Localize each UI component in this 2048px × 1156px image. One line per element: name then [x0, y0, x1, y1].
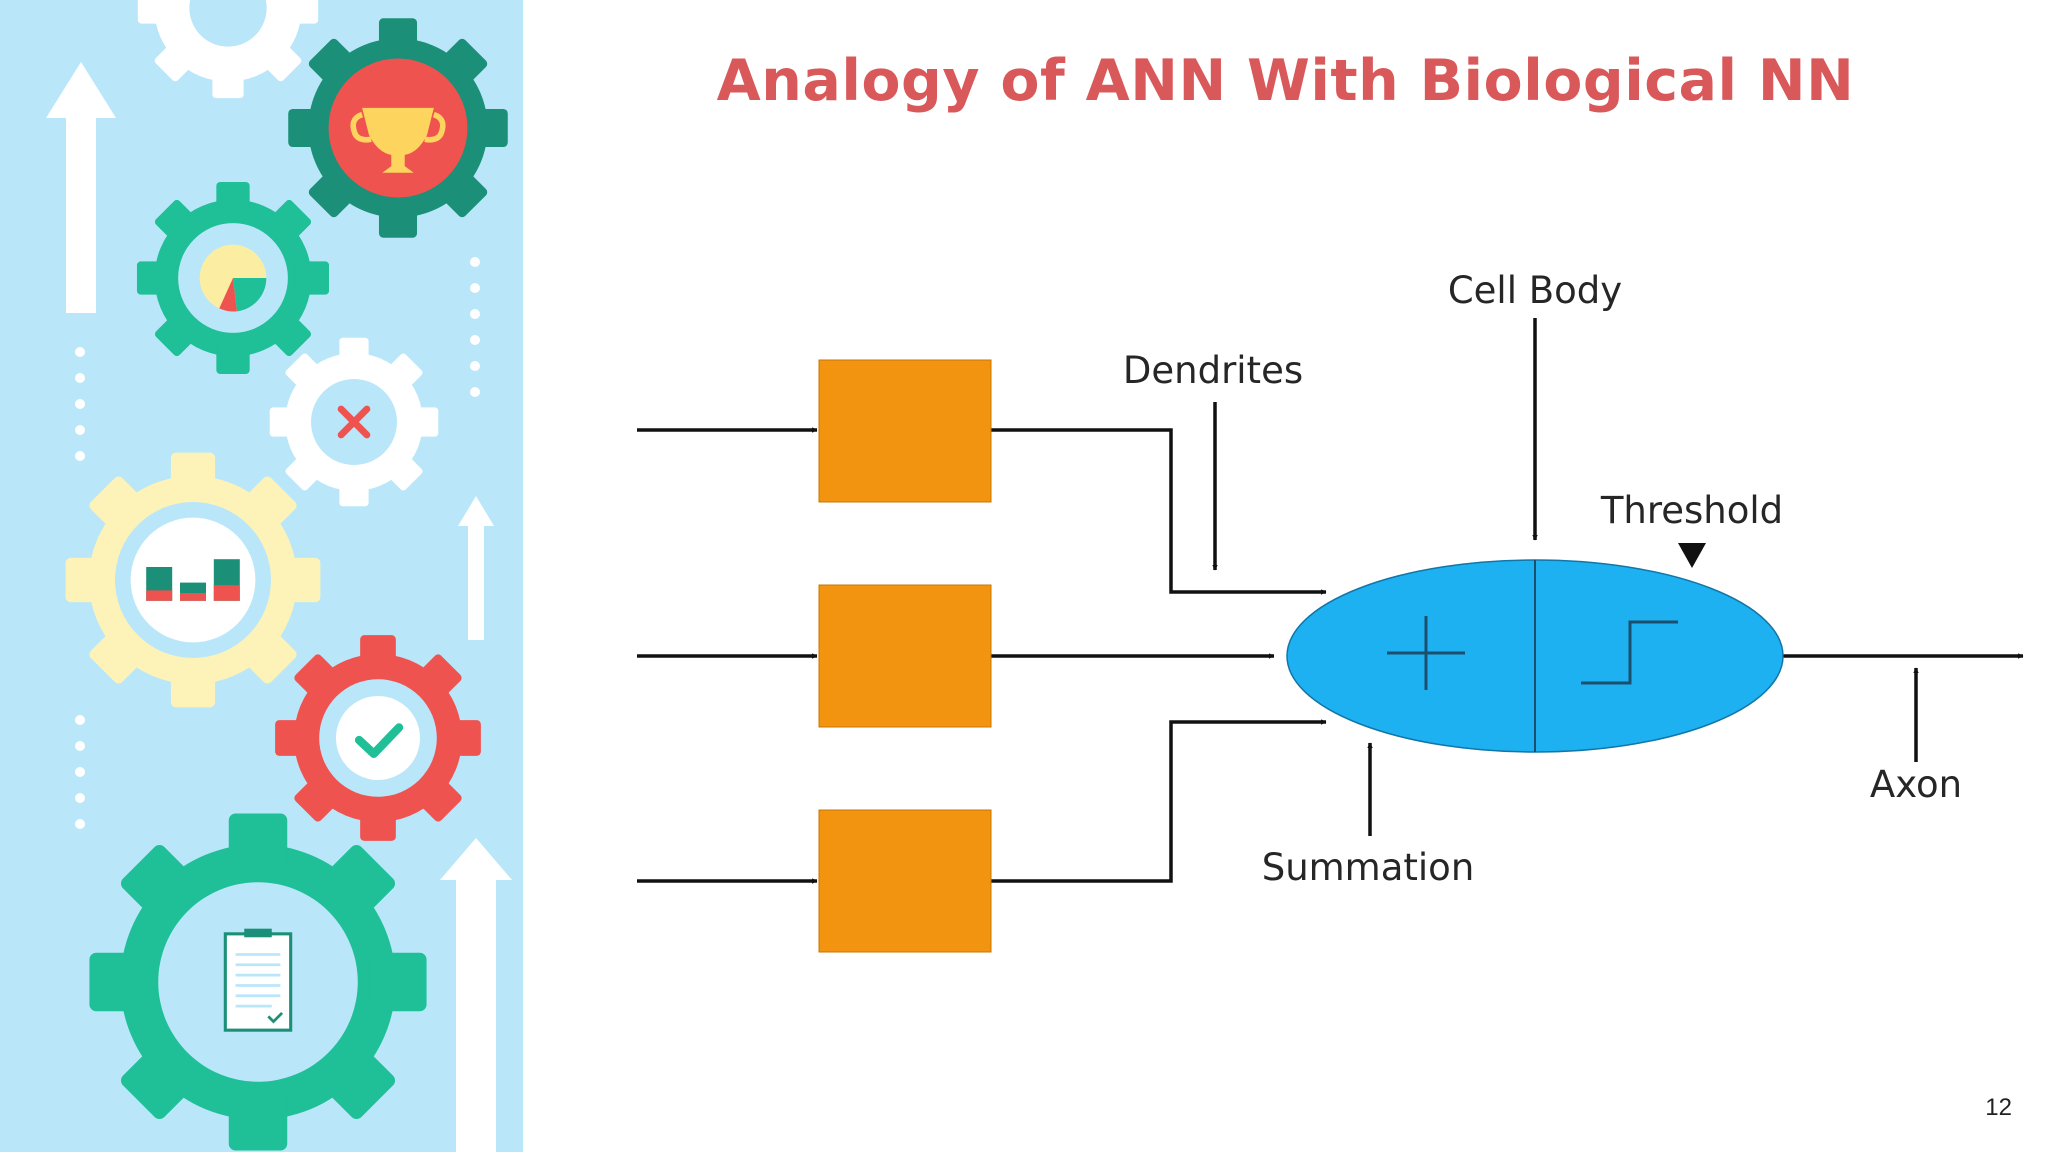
label-summation: Summation — [1262, 846, 1475, 889]
sidebar-graphic — [0, 0, 523, 1152]
up-arrow-icon — [458, 496, 494, 640]
dendrite-connection-3 — [991, 719, 1327, 883]
check-gear-icon — [275, 635, 481, 841]
step-function-icon — [1581, 620, 1678, 685]
dendrite-connection-1 — [991, 428, 1327, 595]
input-node-2 — [818, 584, 992, 728]
input-node-1 — [818, 359, 992, 503]
clipboard-gear-icon — [89, 813, 427, 1151]
dotted-line-decoration — [75, 257, 480, 829]
up-arrow-icon — [46, 62, 116, 313]
page-number: 12 — [1985, 1094, 2012, 1121]
close-gear-icon — [269, 337, 439, 507]
gear-icon — [137, 0, 319, 99]
pie-chart-gear-icon — [136, 181, 330, 375]
label-dendrites: Dendrites — [1123, 349, 1303, 392]
input-node-3 — [818, 809, 992, 953]
up-arrow-icon — [440, 838, 512, 1152]
label-cell-body: Cell Body — [1448, 269, 1622, 312]
bar-chart-gear-icon — [65, 452, 321, 708]
label-axon: Axon — [1870, 763, 1962, 806]
threshold-pointer — [1678, 543, 1706, 568]
diagram-canvas: Dendrites Cell Body Threshold Summation … — [637, 269, 2024, 953]
label-threshold: Threshold — [1600, 489, 1783, 532]
slide-title: Analogy of ANN With Biological NN — [716, 48, 1855, 114]
sidebar-illustration — [0, 0, 523, 1152]
plus-icon — [1387, 616, 1465, 690]
trophy-gear-icon — [288, 18, 508, 238]
neuron-diagram: Dendrites Cell Body Threshold Summation … — [523, 0, 2048, 1152]
